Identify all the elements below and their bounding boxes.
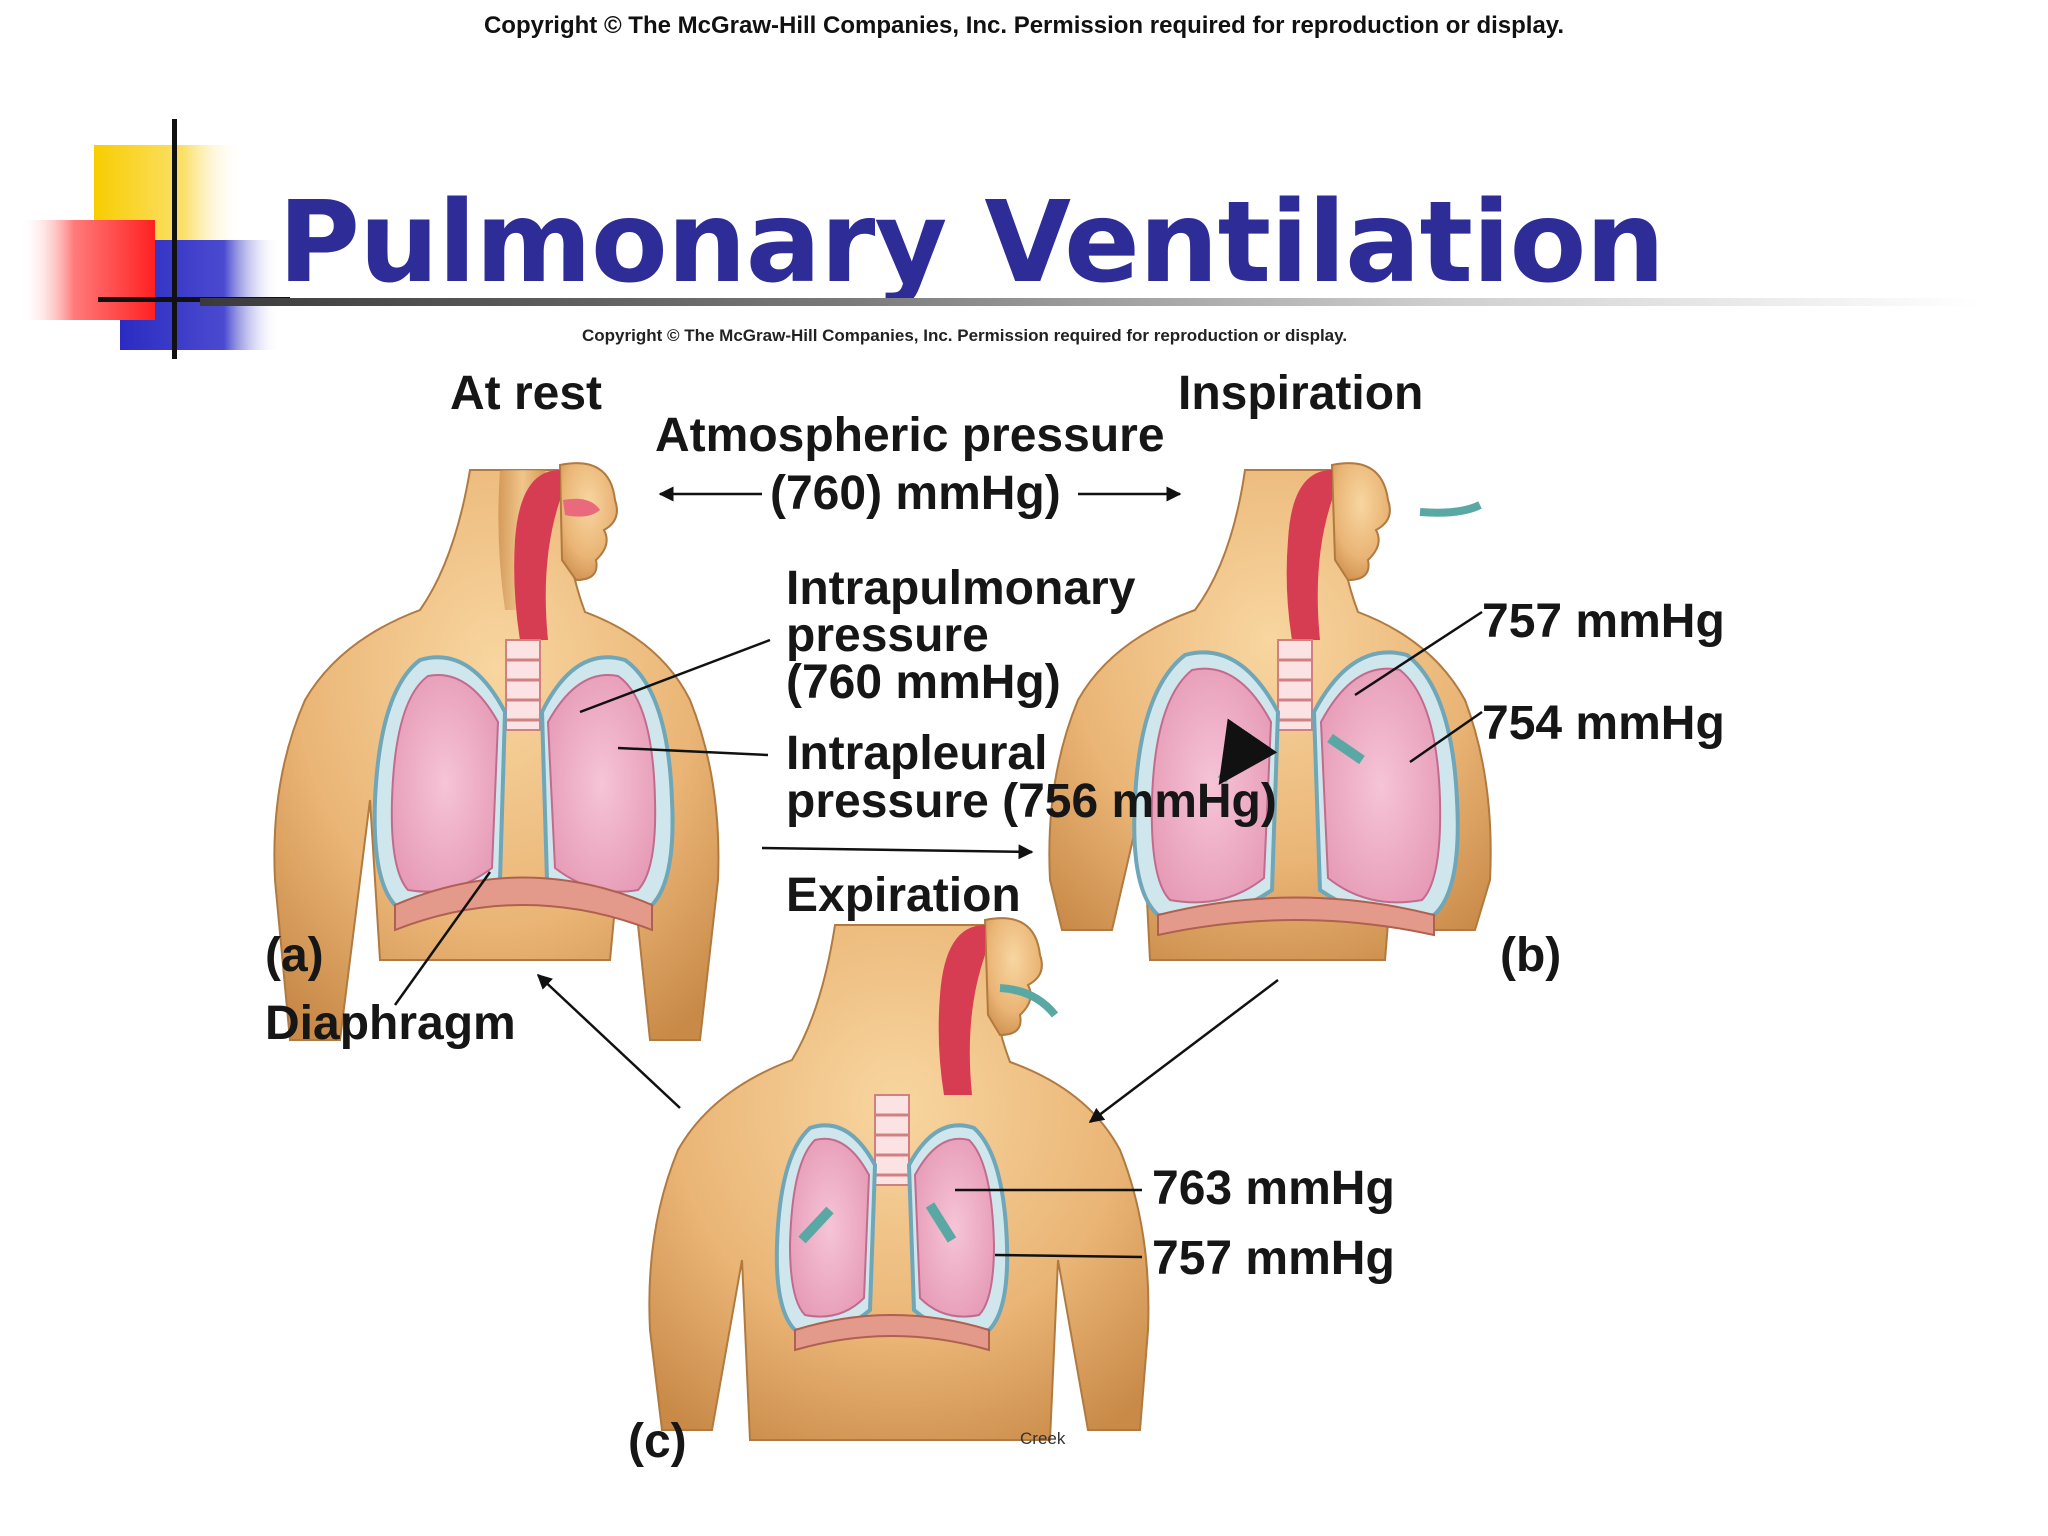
intrapulmonary-label-line1: Intrapulmonary bbox=[786, 562, 1136, 615]
expiration-intrapulmonary-value: 763 mmHg bbox=[1152, 1162, 1395, 1215]
heading-inspiration: Inspiration bbox=[1178, 367, 1424, 420]
intrapulmonary-label-line2: pressure bbox=[786, 609, 989, 662]
torso-inspiration bbox=[1048, 462, 1492, 961]
inspiration-intrapleural-value: 754 mmHg bbox=[1482, 697, 1725, 750]
torso-expiration bbox=[648, 917, 1150, 1441]
intrapulmonary-label-value: (760 mmHg) bbox=[786, 656, 1061, 709]
slide-decor-squares bbox=[20, 119, 290, 359]
intrapleural-label-line2: pressure (756 mmHg) bbox=[786, 775, 1277, 828]
illustrator-credit: Creek bbox=[1020, 1429, 1066, 1448]
atmospheric-pressure-label: Atmospheric pressure bbox=[655, 409, 1165, 462]
intrapleural-label-line1: Intrapleural bbox=[786, 727, 1048, 780]
expiration-intrapleural-value: 757 mmHg bbox=[1152, 1232, 1395, 1285]
heading-expiration: Expiration bbox=[786, 869, 1021, 922]
slide-title: Pulmonary Ventilation bbox=[278, 178, 1665, 308]
panel-label-a: (a) bbox=[265, 929, 324, 982]
torso-at-rest bbox=[273, 462, 720, 1041]
diaphragm-label: Diaphragm bbox=[265, 997, 516, 1050]
panel-label-b: (b) bbox=[1500, 929, 1562, 982]
atmospheric-pressure-value: (760) mmHg) bbox=[770, 467, 1061, 520]
title-underline bbox=[200, 298, 1980, 306]
inspiration-intrapulmonary-value: 757 mmHg bbox=[1482, 595, 1725, 648]
figure-copyright: Copyright © The McGraw-Hill Companies, I… bbox=[582, 326, 1348, 345]
leader-lines bbox=[393, 486, 1483, 1259]
slide-copyright: Copyright © The McGraw-Hill Companies, I… bbox=[483, 12, 1565, 39]
heading-at-rest: At rest bbox=[450, 367, 603, 420]
panel-label-c: (c) bbox=[628, 1415, 687, 1468]
